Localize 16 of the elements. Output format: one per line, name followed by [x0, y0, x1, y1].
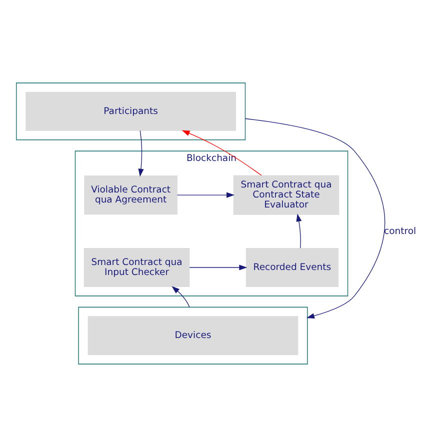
node-box: Participants	[26, 91, 236, 130]
node-box: Violable Contract qua Agreement	[84, 175, 178, 214]
arrow	[296, 213, 302, 248]
node-box: Smart Contract qua Input Checker	[84, 247, 190, 286]
arrow	[138, 130, 144, 176]
arrow	[176, 192, 234, 198]
arrow	[189, 264, 248, 270]
arrow	[182, 130, 262, 176]
cluster	[16, 82, 246, 140]
node-box: Smart Contract qua Contract State Evaluator	[233, 174, 340, 214]
edge-label: control	[384, 225, 416, 236]
arrow	[244, 118, 386, 318]
node-box: Devices	[88, 316, 298, 355]
node-box: Recorded Events	[246, 247, 339, 286]
cluster	[78, 306, 308, 364]
arrow	[172, 286, 190, 307]
